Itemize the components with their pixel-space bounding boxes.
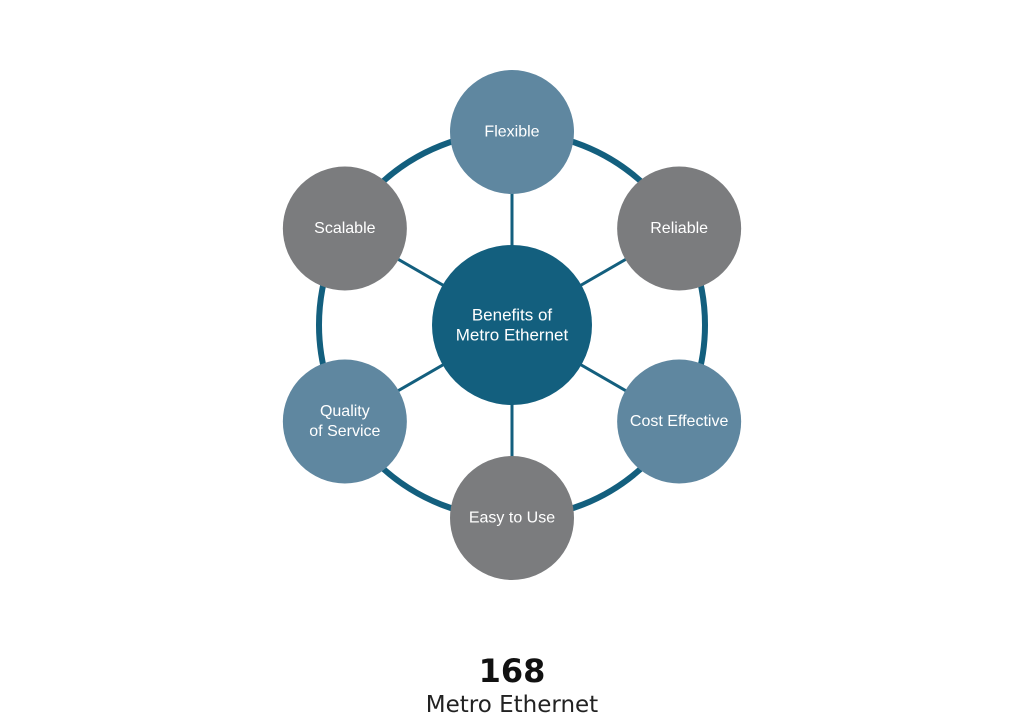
node-label-easy-to-use: Easy to Use <box>469 510 555 527</box>
page-caption: Metro Ethernet <box>425 692 599 718</box>
center-label: Metro Ethernet <box>456 326 569 345</box>
node-label-quality-of-service: of Service <box>309 423 380 440</box>
node-scalable: Scalable <box>282 166 407 291</box>
node-label-cost-effective: Cost Effective <box>630 413 729 430</box>
node-flexible: Flexible <box>450 70 574 194</box>
node-reliable: Reliable <box>617 166 742 291</box>
node-quality-of-service: Quality of Service <box>282 359 407 484</box>
node-cost-effective: Cost Effective <box>617 359 742 484</box>
node-circle-cost-effective <box>617 359 742 484</box>
node-circle-quality-of-service <box>282 359 407 484</box>
node-circle-reliable <box>617 166 742 291</box>
page-number: 168 <box>478 652 546 690</box>
node-circle-easy-to-use <box>450 456 574 580</box>
center-circle <box>432 245 592 405</box>
node-label-flexible: Flexible <box>484 124 539 141</box>
center-label: Benefits of <box>472 306 553 325</box>
node-label-reliable: Reliable <box>650 220 708 237</box>
node-circle-flexible <box>450 70 574 194</box>
node-easy-to-use: Easy to Use <box>450 456 574 580</box>
node-circle-scalable <box>282 166 407 291</box>
node-label-quality-of-service: Quality <box>320 403 370 420</box>
node-label-scalable: Scalable <box>314 220 375 237</box>
